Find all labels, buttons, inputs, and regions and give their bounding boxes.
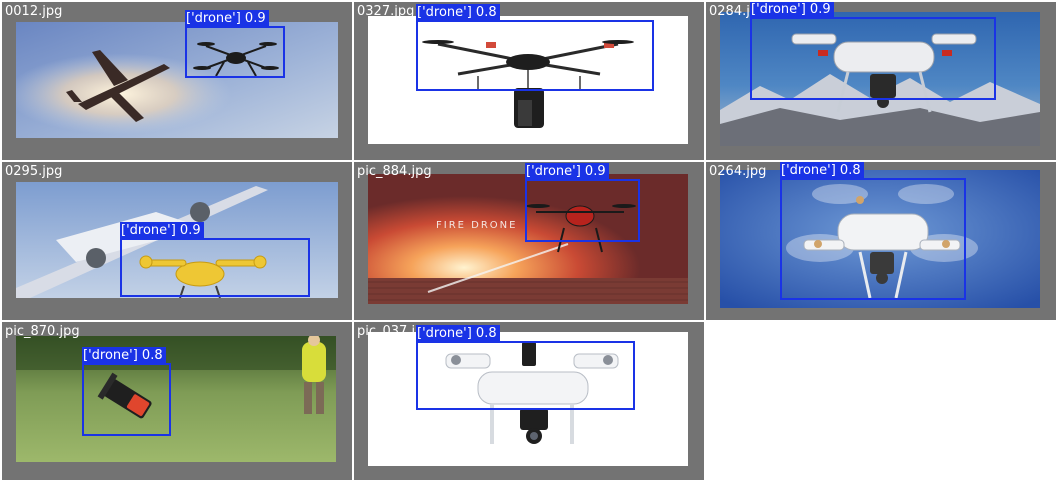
- image-filename: pic_870.jpg: [5, 324, 80, 339]
- detection-label: ['drone'] 0.8: [82, 347, 166, 364]
- tile-photo: [720, 12, 1040, 146]
- detection-box[interactable]: ['drone'] 0.9: [120, 222, 310, 297]
- image-tile-0012[interactable]: 0012.jpg ['drone'] 0.9: [2, 2, 352, 160]
- image-caption: FIRE DRONE: [436, 220, 518, 231]
- detection-box[interactable]: ['drone'] 0.9: [525, 163, 640, 242]
- image-tile-0295[interactable]: 0295.jpg ['drone'] 0.9: [2, 162, 352, 320]
- detection-box[interactable]: ['drone'] 0.8: [416, 4, 654, 91]
- image-filename: 0264.jpg: [709, 164, 767, 179]
- detection-label: ['drone'] 0.8: [416, 325, 500, 342]
- detection-box[interactable]: ['drone'] 0.8: [82, 347, 171, 436]
- detection-label: ['drone'] 0.9: [750, 2, 834, 18]
- image-filename: 0327.jpg: [357, 4, 415, 19]
- detection-label: ['drone'] 0.8: [416, 4, 500, 21]
- detection-label: ['drone'] 0.9: [120, 222, 204, 239]
- detection-label: ['drone'] 0.9: [185, 10, 269, 27]
- detection-label: ['drone'] 0.8: [780, 162, 864, 179]
- detection-box[interactable]: ['drone'] 0.9: [750, 2, 996, 100]
- detection-box[interactable]: ['drone'] 0.9: [185, 10, 285, 78]
- image-filename: 0012.jpg: [5, 4, 63, 19]
- detection-box[interactable]: ['drone'] 0.8: [780, 162, 966, 300]
- tile-photo: [16, 336, 336, 462]
- tile-photo: [720, 170, 1040, 308]
- tile-photo: [16, 22, 338, 138]
- image-tile-pic-870[interactable]: pic_870.jpg ['drone'] 0.8: [2, 322, 352, 480]
- tile-photo: FIRE DRONE: [368, 174, 688, 304]
- detection-box[interactable]: ['drone'] 0.8: [416, 325, 635, 410]
- image-tile-pic-884[interactable]: FIRE DRONE pic_884.jpg ['drone'] 0.9: [354, 162, 704, 320]
- image-tile-pic-037[interactable]: pic_037.jpg ['drone'] 0.8: [354, 322, 704, 480]
- image-tile-0284[interactable]: 0284.jpg ['drone'] 0.9: [706, 2, 1056, 160]
- image-filename: pic_037.jpg: [357, 324, 432, 339]
- image-filename: 0295.jpg: [5, 164, 63, 179]
- image-tile-0264[interactable]: 0264.jpg ['drone'] 0.8: [706, 162, 1056, 320]
- tile-photo: [368, 16, 688, 144]
- image-filename: pic_884.jpg: [357, 164, 432, 179]
- image-tile-0327[interactable]: 0327.jpg ['drone'] 0.8: [354, 2, 704, 160]
- detection-label: ['drone'] 0.9: [525, 163, 609, 180]
